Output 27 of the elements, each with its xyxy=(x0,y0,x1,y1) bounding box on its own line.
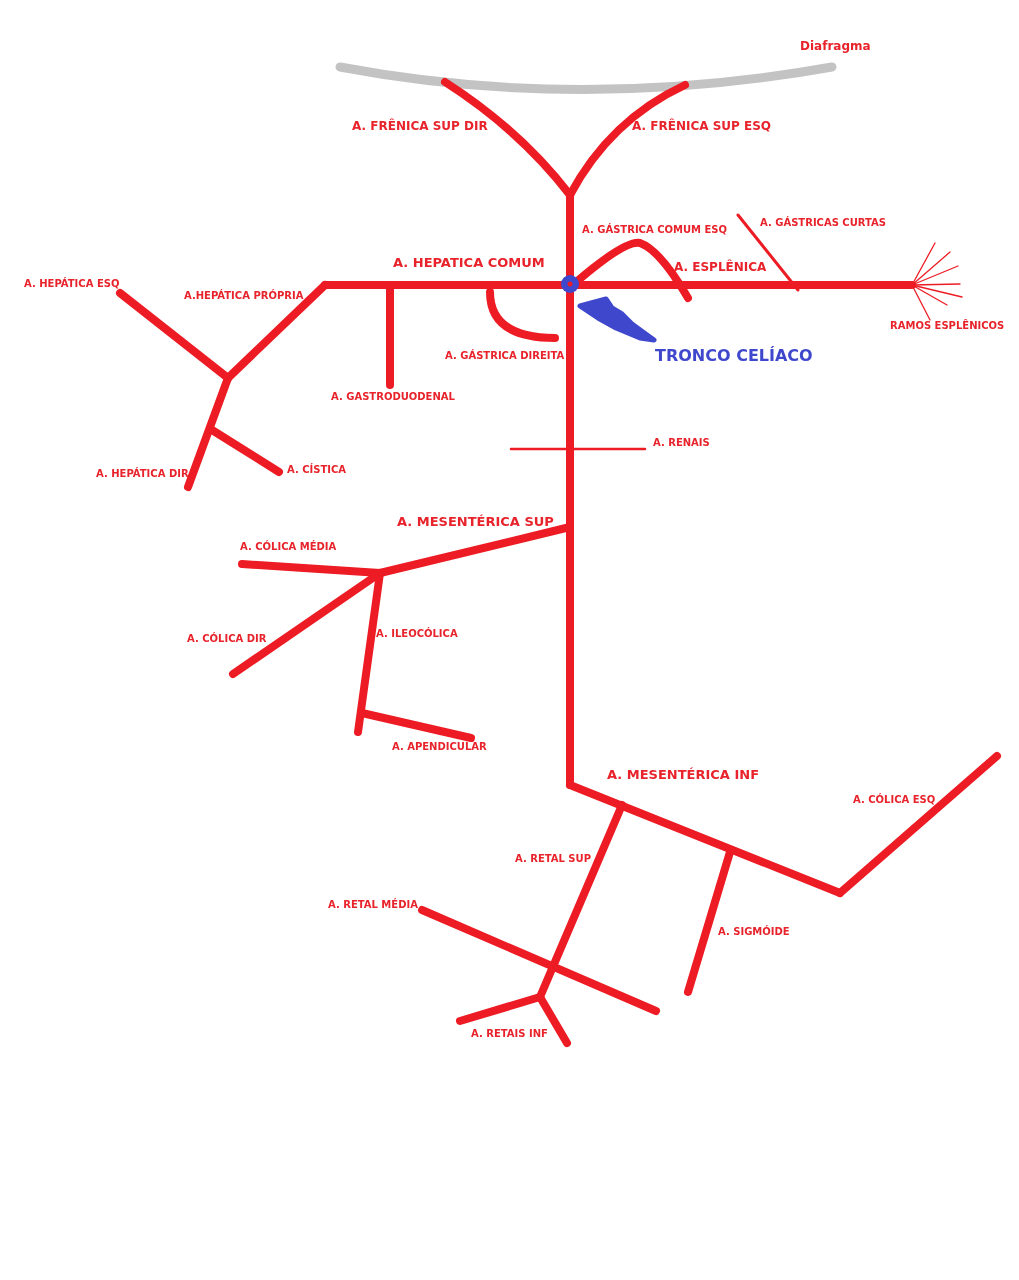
vessel-label: A. FRÊNICA SUP DIR xyxy=(352,120,488,134)
vessel-label: A. GÁSTRICAS CURTAS xyxy=(760,217,887,228)
vessel-label: A. HEPÁTICA ESQ xyxy=(24,278,120,289)
vessel-label: A. CÓLICA DIR xyxy=(187,633,267,644)
vessel-label: A. GÁSTRICA COMUM ESQ xyxy=(582,224,728,235)
vessel-label: A. FRÊNICA SUP ESQ xyxy=(632,120,772,134)
vessel-label: A. ESPLÊNICA xyxy=(674,261,767,275)
vessel-label: A. HEPÁTICA DIR xyxy=(96,468,189,479)
vessel-label: A. MESENTÉRICA INF xyxy=(607,768,760,783)
vessel-label: A. RENAIS xyxy=(653,437,710,448)
vessel-label: A. RETAL MÉDIA xyxy=(328,899,418,910)
vessel-label: A. SIGMÓIDE xyxy=(718,926,790,937)
vessel-label: A. CÓLICA ESQ xyxy=(853,794,936,805)
vessel-label: A. CÍSTICA xyxy=(287,464,347,475)
vessel-label: A. GASTRODUODENAL xyxy=(331,391,455,402)
vessel-label: A. HEPATICA COMUM xyxy=(393,256,545,271)
vessel-label: TRONCO CELÍACO xyxy=(655,347,813,365)
vessel-label: A. CÓLICA MÉDIA xyxy=(240,541,337,552)
vessel-label: A. APENDICULAR xyxy=(392,741,487,752)
vessel-label: A. ILEOCÓLICA xyxy=(376,628,458,639)
vessel-label: A. RETAIS INF xyxy=(471,1028,548,1039)
vessel-label: A. MESENTÉRICA SUP xyxy=(397,515,554,530)
vessel-label: A. RETAL SUP xyxy=(515,853,592,864)
vessel-label: Diafragma xyxy=(800,40,871,54)
vessel-label: A.HEPÁTICA PRÓPRIA xyxy=(184,290,304,301)
vessel-label: A. GÁSTRICA DIREITA xyxy=(445,350,565,361)
vessel-label: RAMOS ESPLÊNICOS xyxy=(890,320,1005,331)
